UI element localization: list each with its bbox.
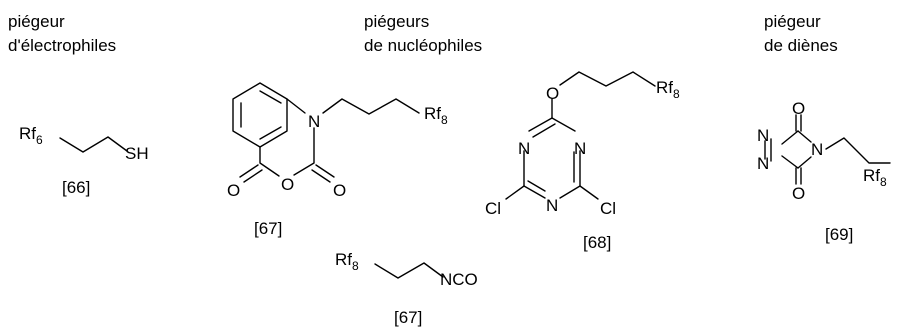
carbonyl-right-bond-a: [315, 164, 335, 178]
triazine-cl-right-bond: [579, 185, 599, 200]
nco-label: NCO: [440, 270, 478, 289]
ref-66: [66]: [62, 178, 90, 197]
ptad-bond-n-c5: [797, 156, 812, 169]
isatoic-chain-bonds: [322, 98, 420, 115]
ref-67-isocyanate: [67]: [394, 308, 422, 327]
ref-69: [69]: [825, 225, 853, 244]
isatoic-rf8-label: Rf8: [424, 104, 448, 127]
ring-bond-o-c-c: [259, 146, 280, 177]
triazine-bond-bottom-left: [523, 185, 546, 199]
ptad-chain-bonds: [825, 137, 891, 164]
header-diene-line1: piégeur: [764, 12, 821, 31]
header-nucleophile-line2: de nucléophiles: [364, 36, 482, 55]
header-nucleophile: piégeurs de nucléophiles: [364, 12, 482, 55]
isocyanate-chain-bonds: [374, 262, 444, 279]
ref-68: [68]: [583, 233, 611, 252]
ptad-n-ring-bottom-label: N: [757, 154, 769, 173]
compound-dichlorotriazine: O N N N Cl Cl Rf8 [68]: [485, 71, 680, 252]
isatoic-o-left-label: O: [227, 181, 240, 200]
ref-67-isatoic: [67]: [254, 219, 282, 238]
header-diene-line2: de diènes: [764, 36, 838, 55]
ptad-o-bottom-label: O: [792, 184, 805, 203]
compound-triazolinedione: O O N N N Rf8 [69]: [757, 99, 891, 244]
ptad-bond-n1-c2: [781, 130, 799, 145]
isocyanate-rf8-label: Rf8: [335, 250, 359, 273]
triazine-bond-top-left: [528, 117, 553, 132]
triazine-n-right-label: N: [574, 139, 586, 158]
ptad-rf8-label: Rf8: [863, 166, 887, 189]
isatoic-o-ring-label: O: [281, 175, 294, 194]
benzene-double-bond-2: [259, 90, 282, 104]
ptad-o-top-label: O: [792, 99, 805, 118]
isatoic-o-right-label: O: [333, 181, 346, 200]
header-electrophile-line2: d'électrophiles: [8, 36, 116, 55]
triazine-n-bottom-label: N: [546, 196, 558, 215]
benzene-double-bond-3: [259, 126, 282, 140]
ring-bond-c-n: [286, 98, 306, 114]
triazine-bond-bottom-right: [559, 185, 581, 199]
header-electrophile: piégeur d'électrophiles: [8, 12, 116, 55]
rf6-label: Rf6: [19, 124, 43, 147]
compound-isatoic-anhydride: N O O O Rf8 [67]: [227, 82, 448, 238]
triazine-rf8-label: Rf8: [656, 78, 680, 101]
carbonyl-left-bond-b: [243, 169, 263, 183]
isatoic-n-label: N: [308, 112, 320, 131]
ptad-n-ring-top-label: N: [757, 126, 769, 145]
ptad-bond-c5-n5: [781, 155, 799, 169]
compound-isocyanate: Rf8 NCO [67]: [335, 250, 478, 327]
triazine-bond-top-right: [551, 117, 576, 132]
header-diene: piégeur de diènes: [764, 12, 838, 55]
thiol-chain-bonds: [59, 136, 128, 153]
sh-label: SH: [125, 144, 149, 163]
triazine-double-top-left: [532, 123, 556, 138]
triazine-cl-left-label: Cl: [485, 199, 501, 218]
header-electrophile-line1: piégeur: [8, 12, 65, 31]
triazine-cl-right-label: Cl: [600, 199, 616, 218]
triazine-o-label: O: [546, 84, 559, 103]
carbonyl-right-bond-b: [311, 169, 331, 183]
compound-thiol: Rf6 SH [66]: [19, 124, 149, 197]
carbonyl-left-bond-a: [239, 164, 259, 178]
header-nucleophile-line1: piégeurs: [364, 12, 429, 31]
ptad-n-sub-label: N: [811, 140, 823, 159]
triazine-double-bottom-left: [527, 180, 546, 192]
triazine-n-left-label: N: [518, 139, 530, 158]
ring-bond-n-c-o: [293, 127, 315, 176]
triazine-chain-bonds: [559, 71, 656, 87]
triazine-cl-left-bond: [505, 185, 525, 200]
ptad-bond-c2-n: [797, 130, 812, 143]
